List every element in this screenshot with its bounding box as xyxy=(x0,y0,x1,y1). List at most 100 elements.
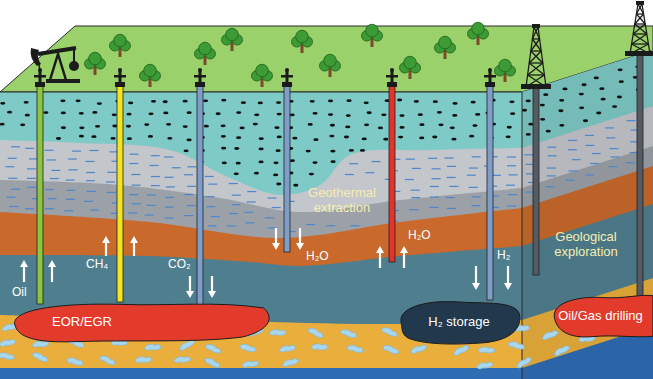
pebble xyxy=(345,126,350,129)
fossil-shell xyxy=(279,344,297,353)
shale-dash xyxy=(345,174,354,175)
arrow-head xyxy=(20,260,28,267)
shale-dash xyxy=(469,187,478,188)
flow-arrow xyxy=(472,266,480,290)
pebble xyxy=(166,123,171,126)
pebble xyxy=(344,136,349,139)
shale-dash xyxy=(107,192,116,193)
shale-dash xyxy=(86,172,95,173)
fossil-shell xyxy=(281,357,299,367)
shale-dash xyxy=(187,186,196,187)
pebble xyxy=(526,99,531,102)
pebble xyxy=(509,100,514,103)
pebble xyxy=(346,114,351,117)
pebble xyxy=(310,100,315,103)
rig-platform xyxy=(521,84,551,89)
pebble xyxy=(433,100,438,103)
flow-arrow xyxy=(186,276,194,298)
shale-dash xyxy=(566,180,575,181)
tree-symbol xyxy=(495,59,516,82)
pebble xyxy=(452,114,457,117)
shale-dash xyxy=(432,168,441,169)
shale-dash xyxy=(227,225,236,226)
shale-dash xyxy=(165,207,174,208)
rig-strut xyxy=(638,4,644,14)
flow-arrow xyxy=(272,228,280,250)
wellhead-wheel xyxy=(285,68,289,72)
shale-dash xyxy=(350,225,359,226)
fossil-shell xyxy=(242,360,260,368)
pebble xyxy=(148,135,153,138)
pebble xyxy=(293,184,298,187)
shale-dash xyxy=(432,178,441,179)
shale-dash xyxy=(89,150,98,151)
pebble xyxy=(187,111,192,114)
fossil-shell xyxy=(340,328,358,339)
rig-strut xyxy=(633,33,647,34)
shale-dash xyxy=(306,224,315,225)
fossil-shell xyxy=(66,356,84,366)
pebble xyxy=(7,111,12,114)
shale-dash xyxy=(27,178,36,179)
pebble xyxy=(259,137,264,140)
pebble xyxy=(618,68,623,71)
pebble xyxy=(276,183,281,186)
pebble xyxy=(234,172,239,175)
arrow-head xyxy=(296,243,304,250)
wellhead-wheel xyxy=(118,68,122,72)
shale-dash xyxy=(147,194,156,195)
pebble xyxy=(290,159,295,162)
pebble xyxy=(399,126,404,129)
pebble xyxy=(273,173,278,176)
shale-dash xyxy=(349,163,358,164)
rig-strut xyxy=(632,34,647,44)
pebble xyxy=(79,126,84,129)
tree-symbol xyxy=(140,64,161,87)
region-label: H₂ storage xyxy=(428,315,489,330)
arrow-head xyxy=(400,246,408,253)
pebble xyxy=(216,112,221,115)
pebble xyxy=(562,88,567,91)
pebble xyxy=(236,136,241,139)
shale-dash xyxy=(244,212,253,213)
pebble xyxy=(599,87,604,90)
fossil-shell xyxy=(204,342,222,354)
shale-dash xyxy=(507,165,516,166)
arrow-shaft xyxy=(51,266,53,282)
rig-strut xyxy=(632,43,649,44)
shale-dash xyxy=(245,222,254,223)
rig-strut xyxy=(635,23,645,24)
fossil-shell xyxy=(204,356,222,369)
pebble xyxy=(510,112,515,115)
pebble xyxy=(432,136,437,139)
shale-dash xyxy=(72,151,81,152)
flow-arrow xyxy=(504,266,512,290)
shale-dash xyxy=(51,170,60,171)
tree-symbol xyxy=(110,34,131,57)
shale-dash xyxy=(626,162,635,163)
pebble xyxy=(381,113,386,116)
flow-arrow xyxy=(20,260,28,282)
shale-dash xyxy=(507,205,516,206)
shale-dash xyxy=(232,204,241,205)
shale-dash xyxy=(247,201,256,202)
pebble xyxy=(241,101,246,104)
pebble xyxy=(126,113,131,116)
shale-dash xyxy=(106,181,115,182)
shale-dash xyxy=(185,194,194,195)
fossil-shell xyxy=(541,329,559,341)
pebble xyxy=(204,125,209,128)
pebble xyxy=(258,147,263,150)
wellhead-symbol xyxy=(114,68,126,87)
shale-dash xyxy=(247,191,256,192)
tree-canopy xyxy=(89,52,102,65)
pebble xyxy=(360,149,365,152)
arrow-shaft xyxy=(275,228,277,244)
reservoir-region: Oil/Gas drilling xyxy=(548,293,653,339)
shale-dash xyxy=(132,185,141,186)
shale-dash xyxy=(151,176,160,177)
pebble xyxy=(579,93,584,96)
shale-dash xyxy=(568,149,577,150)
pebble xyxy=(540,118,545,121)
shale-dash xyxy=(66,190,75,191)
